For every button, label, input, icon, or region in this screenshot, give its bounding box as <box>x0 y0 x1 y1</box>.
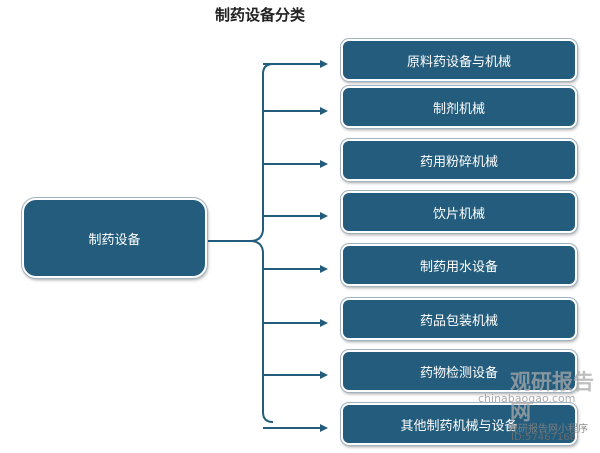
watermark-id: ID:57467168 <box>511 432 576 443</box>
connector-trunk-lower <box>249 240 274 423</box>
child-node-label: 制药用水设备 <box>419 259 498 275</box>
child-node-label: 饮片机械 <box>432 206 485 222</box>
child-node-raw-material-equipment: 原料药设备与机械 <box>341 39 577 81</box>
child-node-label: 药用粉碎机械 <box>419 154 498 170</box>
child-node-packaging-machinery: 药品包装机械 <box>341 298 577 340</box>
child-node-pulverizing-machinery: 药用粉碎机械 <box>341 139 577 181</box>
child-node-water-equipment: 制药用水设备 <box>341 244 577 286</box>
root-node-label: 制药设备 <box>88 232 141 248</box>
watermark-site-name: 观研报告网 <box>510 370 594 424</box>
child-node-label: 药品包装机械 <box>419 313 498 329</box>
child-node-testing-equipment: 药物检测设备 <box>341 350 577 392</box>
root-node: 制药设备 <box>22 198 207 278</box>
child-node-other-machinery: 其他制药机械与设备 <box>341 403 577 445</box>
child-node-label: 制剂机械 <box>432 101 485 117</box>
watermark-domain: chinabaogao.com <box>478 392 576 405</box>
child-node-preparation-machinery: 制剂机械 <box>341 86 577 128</box>
child-node-label: 原料药设备与机械 <box>406 54 511 70</box>
diagram-title: 制药设备分类 <box>214 6 305 24</box>
child-node-decoction-pieces-machinery: 饮片机械 <box>341 191 577 233</box>
connector-trunk <box>207 63 274 242</box>
child-node-label: 药物检测设备 <box>419 365 498 381</box>
child-node-label: 其他制药机械与设备 <box>400 418 518 434</box>
watermark-wechat: 观研报告网小程序 <box>508 424 588 435</box>
